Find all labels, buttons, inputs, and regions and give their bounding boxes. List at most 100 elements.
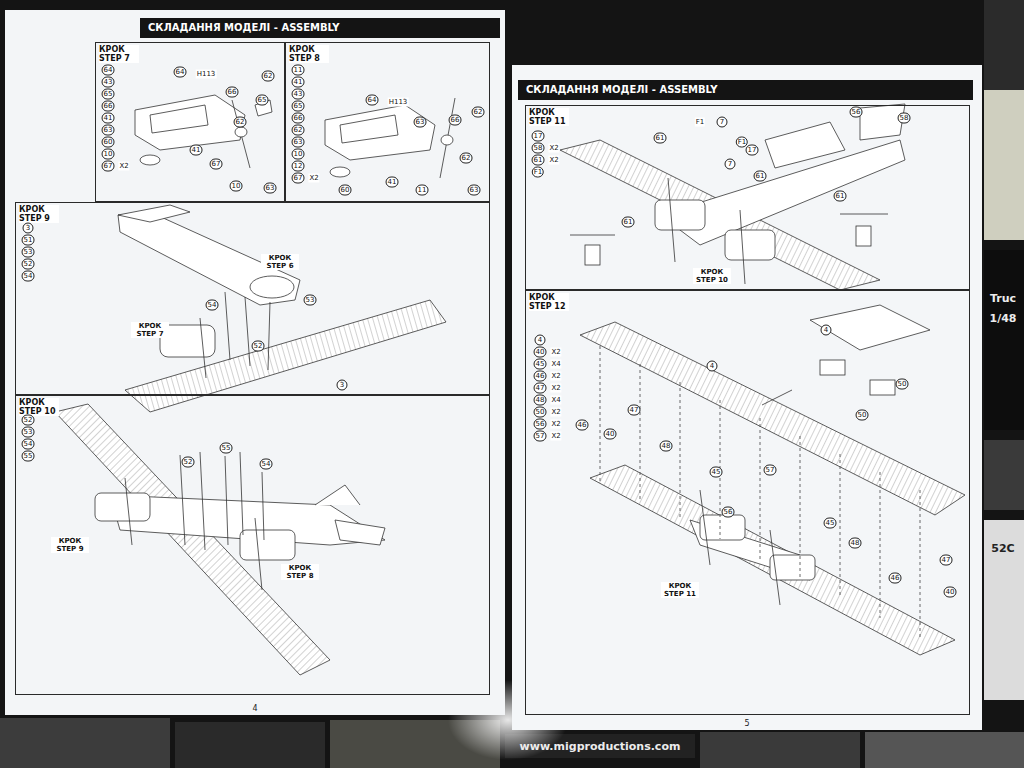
callout-number: 40 [944, 587, 957, 598]
callout-number: 45 [534, 359, 547, 370]
callout-number: 61 [532, 155, 545, 166]
callout-number: 62 [292, 125, 305, 136]
step-heading: КРОК STEP 10 [19, 398, 59, 416]
callout-number: 60 [102, 137, 115, 148]
callout-number: 4 [821, 325, 832, 336]
callout-number: 65 [256, 95, 269, 106]
step-reference: КРОК STEP 7 [131, 322, 169, 338]
step-heading: КРОК STEP 8 [289, 45, 329, 63]
callout-number: 66 [226, 87, 239, 98]
callout-number: 56 [850, 107, 863, 118]
callout-number: 47 [940, 555, 953, 566]
callout-number: 65 [292, 101, 305, 112]
callout-number: 4 [707, 361, 718, 372]
callout-number: 60 [339, 185, 352, 196]
callout-number: 52 [252, 341, 265, 352]
step-heading: КРОК STEP 7 [99, 45, 139, 63]
background-text: www.migproductions.com [520, 740, 681, 753]
page-number: 5 [512, 719, 982, 728]
callout-number: 65 [102, 89, 115, 100]
callout-number: 46 [534, 371, 547, 382]
callout-number: 48 [849, 538, 862, 549]
callout-number: 54 [206, 300, 219, 311]
callout-number: 41 [292, 77, 305, 88]
callout-number: 64 [102, 65, 115, 76]
part-note: X2 [548, 156, 559, 165]
step-panel: КРОК STEP 12 [525, 290, 970, 715]
step-reference: КРОК STEP 11 [661, 582, 699, 598]
callout-number: 64 [174, 67, 187, 78]
part-note: X2 [550, 420, 561, 429]
callout-number: 61 [622, 217, 635, 228]
callout-number: 10 [102, 149, 115, 160]
callout-number: 64 [366, 95, 379, 106]
callout-number: 54 [260, 459, 273, 470]
callout-number: 63 [102, 125, 115, 136]
callout-number: 67 [210, 159, 223, 170]
step-reference: КРОК STEP 6 [261, 254, 299, 270]
header-title: СКЛАДАННЯ МОДЕЛІ - ASSEMBLY [518, 80, 973, 100]
page-sheet: 5 СКЛАДАННЯ МОДЕЛІ - ASSEMBLY КРОК STEP 11… [512, 65, 982, 730]
callout-number: 45 [824, 518, 837, 529]
callout-number: 12 [292, 161, 305, 172]
callout-number: 66 [292, 113, 305, 124]
part-note: X2 [118, 162, 129, 171]
background-text: 52C [991, 542, 1014, 555]
callout-number: 43 [102, 77, 115, 88]
part-note: X2 [550, 384, 561, 393]
part-note: X2 [550, 408, 561, 417]
callout-number: 51 [22, 235, 35, 246]
part-note: X2 [550, 432, 561, 441]
part-note: X2 [550, 348, 561, 357]
callout-number: 67 [292, 173, 305, 184]
step-heading: КРОК STEP 12 [529, 293, 569, 311]
callout-number: 52 [22, 415, 35, 426]
callout-number: 10 [230, 181, 243, 192]
callout-number: 54 [22, 439, 35, 450]
callout-number: 61 [754, 171, 767, 182]
step-panel: КРОК STEP 11 [525, 105, 970, 290]
callout-number: 47 [628, 405, 641, 416]
callout-number: 53 [304, 295, 317, 306]
callout-number: 63 [264, 183, 277, 194]
part-note: X4 [550, 360, 561, 369]
part-note: X2 [548, 144, 559, 153]
callout-number: 57 [764, 465, 777, 476]
callout-number: 4 [535, 335, 546, 346]
callout-number: 43 [292, 89, 305, 100]
callout-number: 41 [190, 145, 203, 156]
background-text: 1/48 [990, 312, 1017, 325]
callout-number: 56 [722, 507, 735, 518]
step-panel: КРОК STEP 7 [95, 42, 285, 202]
callout-number: 63 [292, 137, 305, 148]
step-reference: КРОК STEP 9 [51, 537, 89, 553]
callout-number: 3 [337, 380, 348, 391]
header-band: СКЛАДАННЯ МОДЕЛІ - ASSEMBLY [140, 18, 500, 38]
callout-number: 63 [468, 185, 481, 196]
callout-number: 62 [460, 153, 473, 164]
callout-number: 54 [22, 271, 35, 282]
callout-number: 58 [898, 113, 911, 124]
page-sheet: 4СКЛАДАННЯ МОДЕЛІ - ASSEMBLYКРОК STEP 7К… [5, 10, 505, 715]
callout-number: 52 [182, 457, 195, 468]
callout-number: 40 [604, 429, 617, 440]
callout-number: 53 [22, 427, 35, 438]
callout-number: 62 [472, 107, 485, 118]
step-panel: КРОК STEP 9 [15, 202, 490, 395]
callout-number: 41 [102, 113, 115, 124]
callout-number: 66 [102, 101, 115, 112]
callout-number: 40 [534, 347, 547, 358]
callout-number: 3 [23, 223, 34, 234]
step-reference: КРОК STEP 10 [693, 268, 731, 284]
page-number: 4 [5, 704, 505, 713]
part-note: X4 [550, 396, 561, 405]
part-note: F1 [695, 118, 705, 127]
callout-number: 53 [22, 247, 35, 258]
callout-number: 62 [262, 71, 275, 82]
callout-number: 63 [414, 117, 427, 128]
callout-number: 46 [576, 420, 589, 431]
callout-number: 66 [449, 115, 462, 126]
callout-number: 10 [292, 149, 305, 160]
callout-number: 45 [710, 467, 723, 478]
callout-number: 7 [725, 159, 736, 170]
